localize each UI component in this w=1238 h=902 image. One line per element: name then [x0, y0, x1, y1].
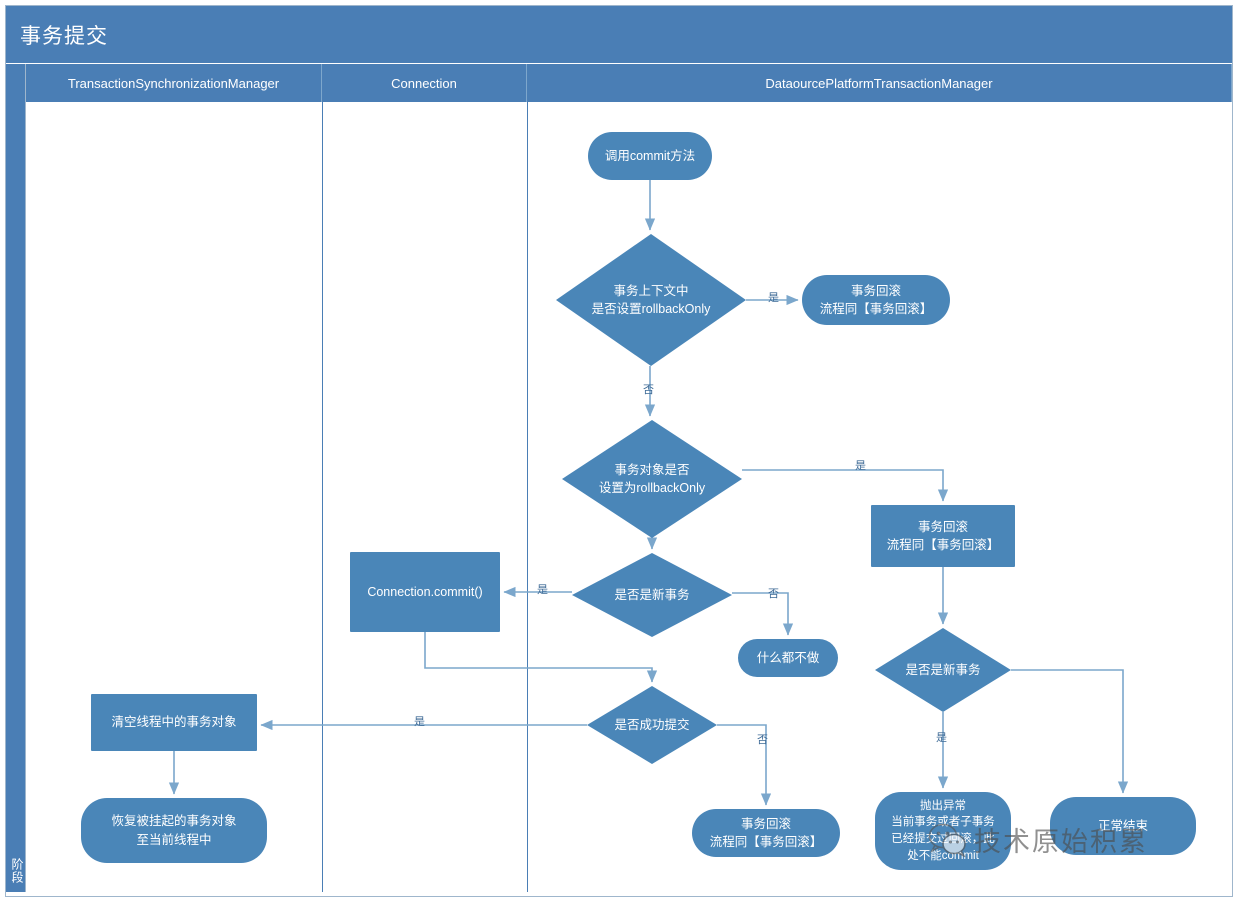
node-text-line: 事务回滚 — [917, 519, 968, 534]
node-do-nothing[interactable]: 什么都不做 — [738, 639, 838, 677]
node-ctx-rollbackonly[interactable]: 事务上下文中是否设置rollbackOnly — [556, 234, 746, 366]
edge-label-yes-commitok: 是 — [414, 716, 425, 728]
edge-label-yes-newtx2: 是 — [936, 732, 947, 744]
edge-label-yes-newtx1: 是 — [537, 584, 548, 596]
node-rollback-flow-1[interactable]: 事务回滚流程同【事务回滚】 — [802, 275, 950, 325]
node-is-new-tx-1[interactable]: 是否是新事务 — [572, 553, 732, 637]
node-text-line: 清空线程中的事务对象 — [111, 715, 237, 730]
node-connection-commit[interactable]: Connection.commit() — [350, 552, 500, 632]
node-normal-end[interactable]: 正常结束 — [1050, 797, 1196, 855]
node-text-line: 事务回滚 — [740, 816, 791, 831]
node-text-line: 至当前线程中 — [136, 832, 212, 847]
node-text-line: 当前事务或者子事务 — [891, 816, 995, 829]
node-text-line: 事务回滚 — [850, 283, 901, 298]
node-text-line: 正常结束 — [1097, 818, 1148, 833]
node-throw-exception[interactable]: 抛出异常当前事务或者子事务已经提交过回滚，此处不能commit — [875, 792, 1011, 870]
edge-label-no-newtx1: 否 — [768, 588, 779, 600]
node-text-line: Connection.commit() — [367, 584, 483, 599]
node-text-line: 流程同【事务回滚】 — [819, 302, 933, 316]
lane-header-0: TransactionSynchronizationManager — [26, 64, 322, 102]
node-is-commit-ok[interactable]: 是否成功提交 — [587, 686, 717, 764]
diamond-shape — [587, 686, 717, 764]
page-title: 事务提交 — [20, 25, 108, 48]
node-obj-rollbackonly[interactable]: 事务对象是否设置为rollbackOnly — [562, 420, 742, 538]
node-restore-suspended[interactable]: 恢复被挂起的事务对象至当前线程中 — [81, 798, 267, 863]
node-text-line: 什么都不做 — [756, 650, 820, 665]
node-text-line: 处不能commit — [907, 849, 979, 862]
lane-header-1: Connection — [322, 64, 527, 102]
node-commit-call[interactable]: 调用commit方法 — [588, 132, 712, 180]
node-text-line: 流程同【事务回滚】 — [709, 835, 823, 849]
node-clear-thread-tx[interactable]: 清空线程中的事务对象 — [91, 694, 257, 751]
diamond-shape — [562, 420, 742, 538]
title-bar: 事务提交 — [6, 6, 1232, 63]
edge-label-no-ctx: 否 — [643, 384, 654, 396]
node-text-line: 已经提交过回滚，此 — [891, 833, 995, 845]
lane-header-2: DataourcePlatformTransactionManager — [527, 64, 1232, 102]
edge-label-yes-ctx: 是 — [768, 292, 779, 304]
edge-label-yes-obj: 是 — [855, 460, 866, 472]
node-rollback-flow-2[interactable]: 事务回滚流程同【事务回滚】 — [871, 505, 1015, 567]
phase-strip: 阶段 — [6, 64, 26, 892]
node-text-line: 抛出异常 — [920, 799, 966, 812]
edge-label-no-commitok: 否 — [757, 734, 768, 746]
node-rollback-flow-3[interactable]: 事务回滚流程同【事务回滚】 — [692, 809, 840, 857]
node-text-line: 流程同【事务回滚】 — [886, 538, 1000, 552]
lane-divider-2 — [527, 102, 528, 892]
diamond-shape — [572, 553, 732, 637]
diamond-shape — [556, 234, 746, 366]
diamond-shape — [875, 628, 1011, 712]
node-text-line: 调用commit方法 — [604, 148, 696, 163]
lane-divider-1 — [322, 102, 323, 892]
node-is-new-tx-2[interactable]: 是否是新事务 — [875, 628, 1011, 712]
node-text-line: 恢复被挂起的事务对象 — [111, 814, 237, 829]
phase-label: 阶段 — [10, 858, 24, 884]
